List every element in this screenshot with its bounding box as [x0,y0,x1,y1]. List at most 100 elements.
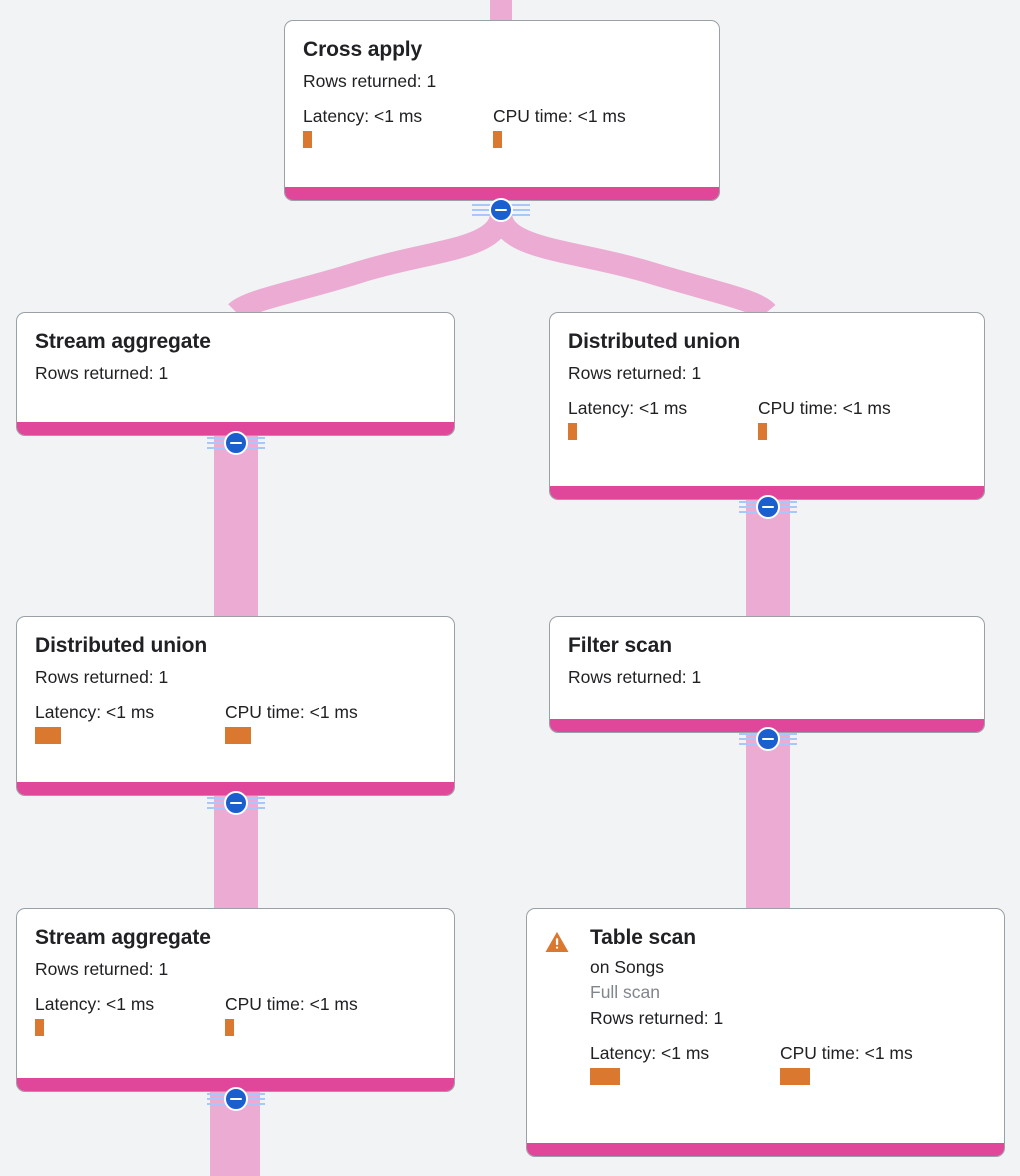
node-rows-returned: Rows returned: 1 [590,1007,724,1028]
node-body: Distributed union Rows returned: 1 Laten… [550,313,984,486]
plan-node-cross-apply[interactable]: Cross apply Rows returned: 1 Latency: <1… [284,20,720,201]
latency-metric: Latency: <1 ms [590,1042,780,1085]
node-title: Table scan [590,926,696,949]
cpu-metric: CPU time: <1 ms [493,105,626,148]
node-footer-bar [285,187,719,200]
node-body: Distributed union Rows returned: 1 Laten… [17,617,454,782]
node-footer-bar [17,1078,454,1091]
latency-bar [35,726,61,744]
node-metrics: Latency: <1 ms CPU time: <1 ms [568,397,966,440]
node-body: Stream aggregate Rows returned: 1 Latenc… [17,909,454,1078]
cpu-bar [493,130,502,148]
cpu-bar [225,726,251,744]
node-rows-returned: Rows returned: 1 [35,362,169,383]
cpu-metric: CPU time: <1 ms [225,993,358,1036]
collapse-toggle-distributed-union-right[interactable] [739,494,797,520]
collapse-toggle-stream-aggregate-upper[interactable] [207,430,265,456]
node-target-table: on Songs [590,956,664,977]
latency-metric: Latency: <1 ms [303,105,493,148]
connector-stream-aggregate-to-distributed-union [214,436,258,616]
node-content: Distributed union Rows returned: 1 Laten… [35,634,436,772]
latency-label: Latency: <1 ms [568,398,688,419]
connector-filter-scan-to-table-scan [746,732,790,912]
connector-cross-apply-to-stream-aggregate [228,211,512,321]
node-content: Filter scan Rows returned: 1 [568,634,966,709]
node-content: Distributed union Rows returned: 1 Laten… [568,330,966,476]
latency-metric: Latency: <1 ms [35,993,225,1036]
collapse-toggle-filter-scan[interactable] [739,726,797,752]
latency-metric: Latency: <1 ms [568,397,758,440]
latency-label: Latency: <1 ms [590,1042,710,1063]
connector-distributed-union-to-filter-scan [746,500,790,618]
plan-node-distributed-union-left[interactable]: Distributed union Rows returned: 1 Laten… [16,616,455,796]
collapse-minus-icon [489,198,513,222]
plan-node-table-scan[interactable]: Table scan on Songs Full scan Rows retur… [526,908,1005,1157]
node-body: Table scan on Songs Full scan Rows retur… [527,909,1004,1143]
node-metrics: Latency: <1 ms CPU time: <1 ms [35,993,436,1036]
connector-distributed-union-to-stream-aggregate [214,796,258,912]
node-content: Cross apply Rows returned: 1 Latency: <1… [303,38,701,177]
node-body: Filter scan Rows returned: 1 [550,617,984,719]
cpu-bar [780,1067,810,1085]
cpu-label: CPU time: <1 ms [780,1042,913,1063]
latency-bar [590,1067,620,1085]
connector-into-cross-apply [490,0,512,22]
latency-label: Latency: <1 ms [35,702,155,723]
cpu-label: CPU time: <1 ms [493,106,626,127]
collapse-minus-icon [224,431,248,455]
collapse-minus-icon [756,727,780,751]
node-content: Stream aggregate Rows returned: 1 [35,330,436,412]
plan-node-stream-aggregate-lower[interactable]: Stream aggregate Rows returned: 1 Latenc… [16,908,455,1092]
latency-bar [35,1018,44,1036]
node-footer-bar [17,782,454,795]
latency-metric: Latency: <1 ms [35,701,225,744]
node-footer-bar [17,422,454,435]
node-content: Stream aggregate Rows returned: 1 Latenc… [35,926,436,1068]
plan-node-stream-aggregate-upper[interactable]: Stream aggregate Rows returned: 1 [16,312,455,436]
latency-label: Latency: <1 ms [35,994,155,1015]
node-rows-returned: Rows returned: 1 [568,666,702,687]
node-metrics: Latency: <1 ms CPU time: <1 ms [303,105,701,148]
plan-node-filter-scan[interactable]: Filter scan Rows returned: 1 [549,616,985,733]
cpu-label: CPU time: <1 ms [225,702,358,723]
node-body: Stream aggregate Rows returned: 1 [17,313,454,422]
collapse-minus-icon [756,495,780,519]
plan-node-distributed-union-right[interactable]: Distributed union Rows returned: 1 Laten… [549,312,985,500]
node-content: Table scan on Songs Full scan Rows retur… [582,926,986,1133]
collapse-toggle-cross-apply[interactable] [472,197,530,223]
cpu-bar [225,1018,234,1036]
node-scan-note: Full scan [590,982,661,1003]
node-title: Stream aggregate [35,330,211,353]
cpu-bar [758,422,767,440]
node-metrics: Latency: <1 ms CPU time: <1 ms [35,701,436,744]
node-title: Cross apply [303,38,423,61]
cpu-metric: CPU time: <1 ms [225,701,358,744]
collapse-minus-icon [224,791,248,815]
node-footer-bar [550,486,984,499]
node-footer-bar [527,1143,1004,1156]
node-footer-bar [550,719,984,732]
node-title: Distributed union [568,330,741,353]
collapse-toggle-stream-aggregate-lower[interactable] [207,1086,265,1112]
collapse-minus-icon [224,1087,248,1111]
node-metrics: Latency: <1 ms CPU time: <1 ms [590,1042,986,1085]
node-title: Filter scan [568,634,672,657]
connector-cross-apply-to-distributed-union [490,211,776,321]
node-rows-returned: Rows returned: 1 [35,958,169,979]
cpu-metric: CPU time: <1 ms [758,397,891,440]
warning-triangle-icon [545,931,569,952]
latency-label: Latency: <1 ms [303,106,423,127]
cpu-label: CPU time: <1 ms [758,398,891,419]
latency-bar [303,130,312,148]
node-title: Stream aggregate [35,926,211,949]
cpu-label: CPU time: <1 ms [225,994,358,1015]
collapse-toggle-distributed-union-left[interactable] [207,790,265,816]
warning-badge [544,926,570,1133]
node-rows-returned: Rows returned: 1 [35,666,169,687]
node-body: Cross apply Rows returned: 1 Latency: <1… [285,21,719,187]
node-rows-returned: Rows returned: 1 [568,362,702,383]
latency-bar [568,422,577,440]
node-title: Distributed union [35,634,208,657]
